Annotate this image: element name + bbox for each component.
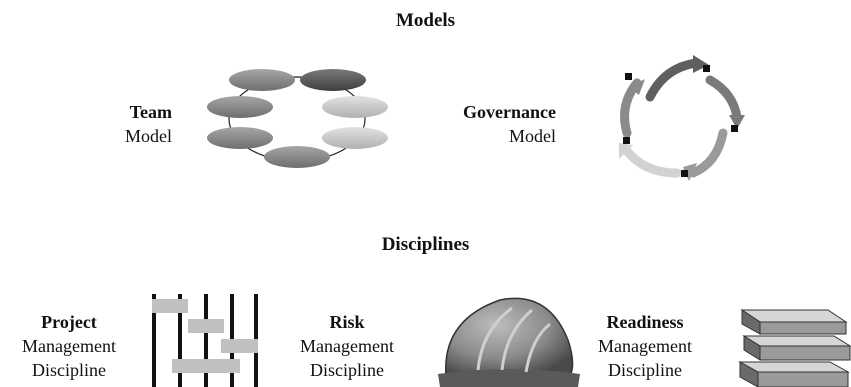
- hat-ridge-2: [500, 308, 533, 371]
- risk-discipline-label: Risk Management Discipline: [282, 310, 412, 382]
- team-ellipse-5: [207, 127, 273, 149]
- risk-discipline-line1: Management: [300, 336, 394, 356]
- governance-model-subtitle: Model: [509, 126, 556, 146]
- gantt-line-3: [204, 294, 208, 387]
- gantt-line-2: [178, 294, 182, 387]
- gantt-bar-3: [221, 339, 258, 353]
- team-ellipse-6: [322, 127, 388, 149]
- cycle-square-1: [703, 65, 710, 72]
- team-model-subtitle: Model: [125, 126, 172, 146]
- book-3-front: [757, 371, 849, 387]
- project-discipline-title: Project: [41, 312, 97, 332]
- team-ellipse-2: [300, 69, 366, 91]
- risk-discipline-line2: Discipline: [310, 360, 384, 380]
- governance-model-label: Governance Model: [430, 100, 556, 148]
- cycle-arrowhead-4: [619, 143, 633, 159]
- project-discipline-label: Project Management Discipline: [4, 310, 134, 382]
- cycle-square-4: [623, 137, 630, 144]
- book-3-spine: [739, 361, 759, 387]
- stacked-books-icon: [738, 309, 851, 387]
- gantt-bar-1: [152, 299, 188, 313]
- team-ellipse-1: [229, 69, 295, 91]
- disciplines-heading: Disciplines: [381, 234, 470, 255]
- readiness-discipline-line2: Discipline: [608, 360, 682, 380]
- cycle-square-2: [731, 125, 738, 132]
- cycle-arrows-icon: [619, 55, 745, 181]
- risk-discipline-title: Risk: [329, 312, 365, 332]
- cycle-arrow-3: [688, 128, 728, 178]
- team-ellipse-3: [207, 96, 273, 118]
- gantt-line-1: [152, 294, 156, 387]
- hard-hat-icon: [438, 297, 580, 387]
- gantt-bar-4: [172, 359, 240, 373]
- hat-ridge-1: [476, 306, 513, 371]
- gantt-bar-2: [188, 319, 224, 333]
- book-2-front: [759, 345, 851, 361]
- hat-ridge-3: [524, 322, 551, 373]
- models-heading: Models: [395, 10, 456, 31]
- cycle-square-5: [625, 73, 632, 80]
- governance-model-title: Governance: [463, 102, 556, 122]
- team-ellipse-4: [322, 96, 388, 118]
- hat-dome: [445, 297, 574, 377]
- project-discipline-line1: Management: [22, 336, 116, 356]
- hat-brim: [438, 369, 580, 387]
- cycle-arrowhead-2: [729, 115, 745, 129]
- cycle-arrowhead-5: [629, 79, 645, 95]
- readiness-discipline-title: Readiness: [606, 312, 684, 332]
- book-1-front: [759, 321, 847, 335]
- team-model-title: Team: [129, 102, 172, 122]
- readiness-discipline-label: Readiness Management Discipline: [580, 310, 710, 382]
- cycle-arrow-2: [705, 75, 742, 122]
- cycle-arrow-1: [645, 58, 702, 102]
- cycle-square-3: [681, 170, 688, 177]
- project-discipline-line2: Discipline: [32, 360, 106, 380]
- team-model-label: Team Model: [100, 100, 172, 148]
- cycle-arrow-4: [622, 146, 682, 178]
- cycle-arrowhead-3: [683, 163, 697, 181]
- cycle-arrowhead-1: [693, 55, 709, 73]
- team-ellipses-ring-icon: [207, 69, 388, 168]
- readiness-discipline-line1: Management: [598, 336, 692, 356]
- book-2-top: [742, 335, 851, 347]
- gantt-chart-icon: [152, 294, 258, 387]
- team-ellipse-7: [264, 146, 330, 168]
